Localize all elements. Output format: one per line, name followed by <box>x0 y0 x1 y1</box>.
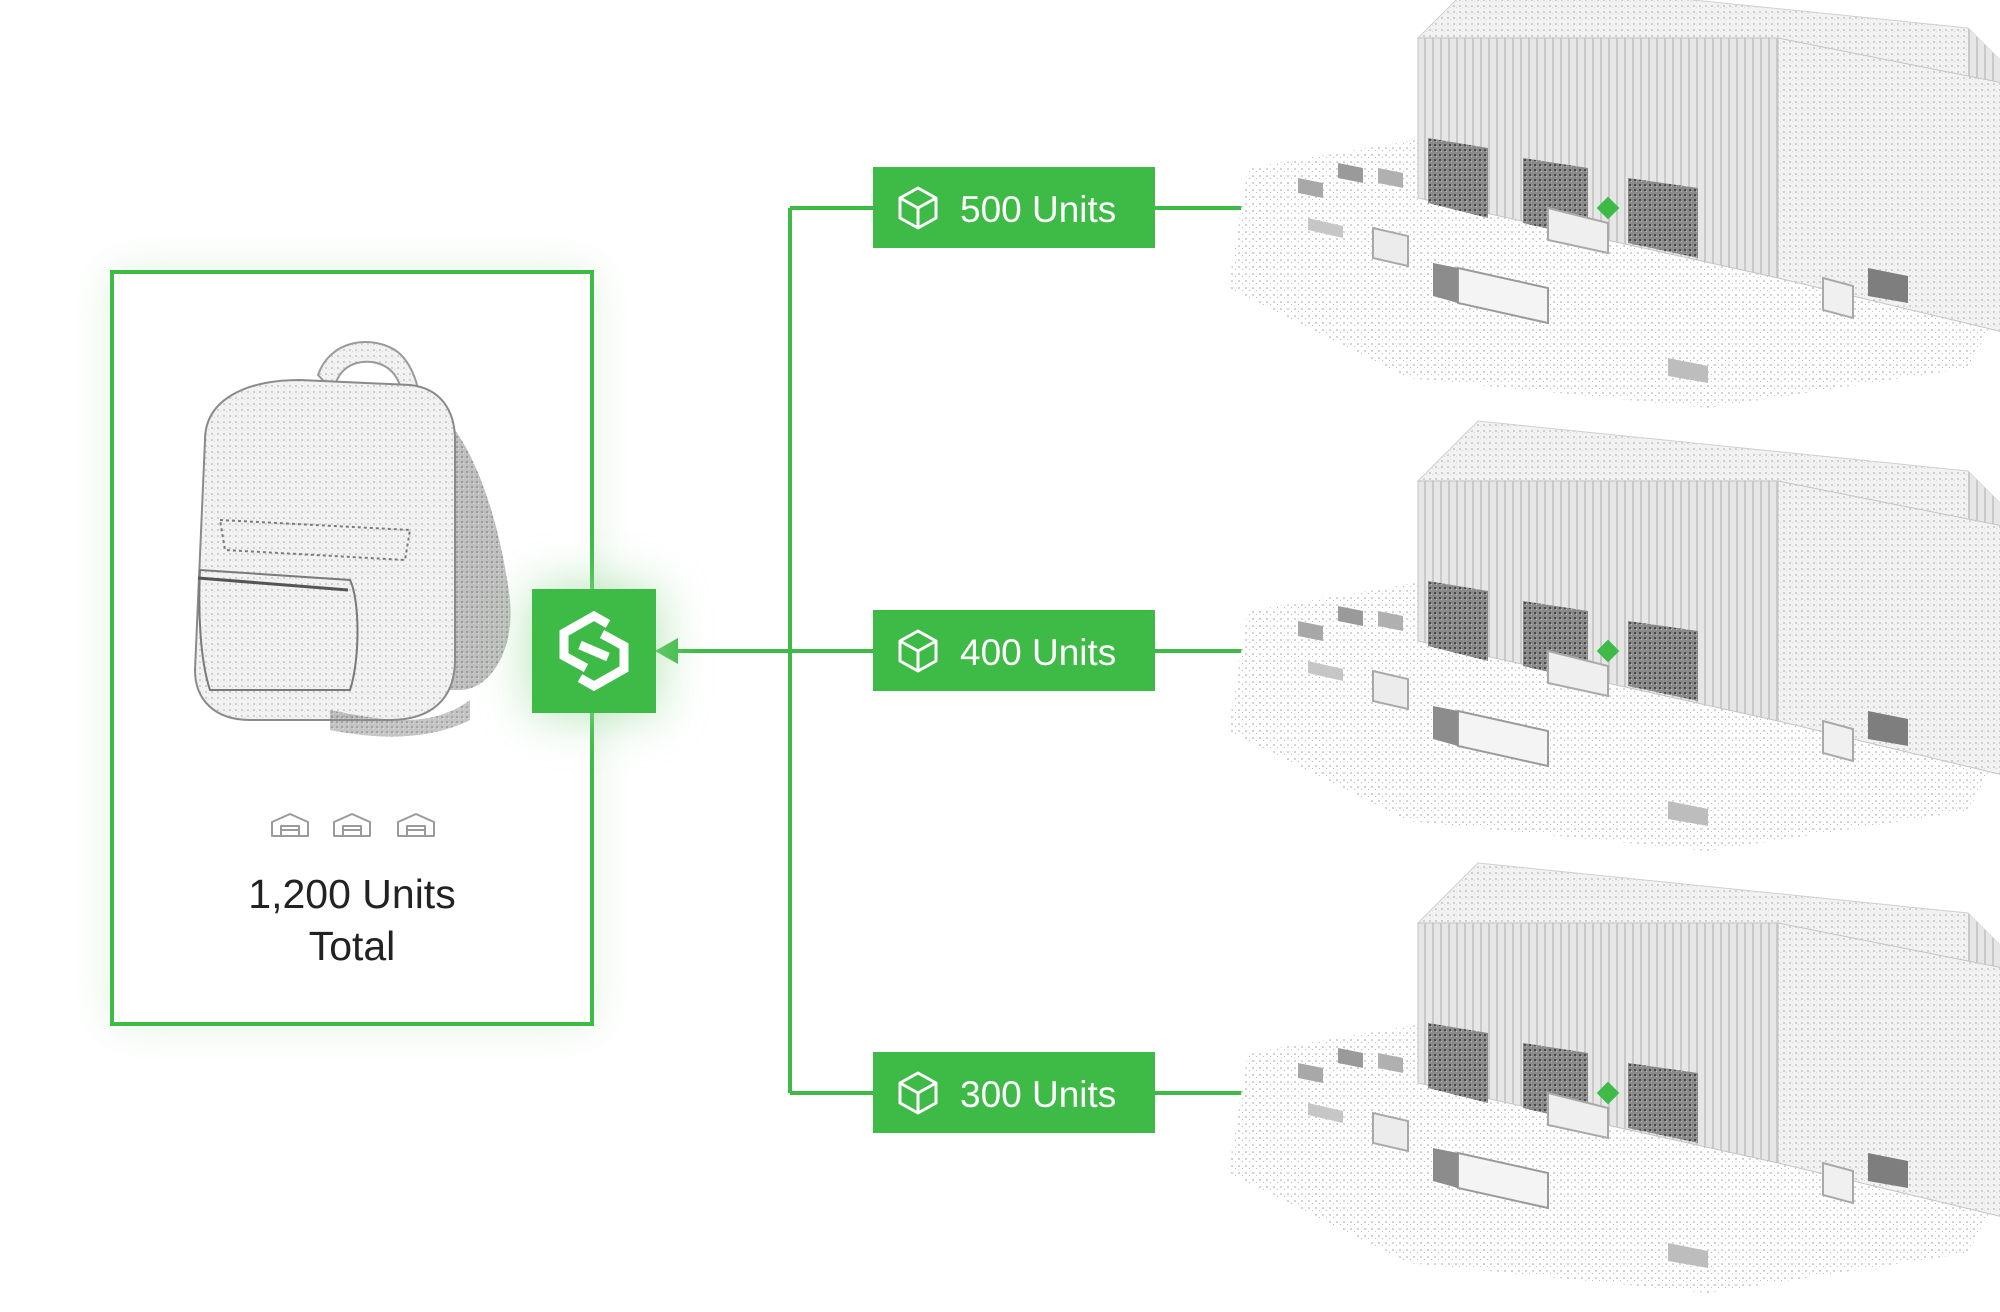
warehouse-illustration-3 <box>1227 862 2000 1294</box>
backpack-illustration <box>193 341 511 737</box>
allocation-units-3: 300 Units <box>960 1074 1116 1115</box>
total-units-line1: 1,200 Units <box>248 871 455 917</box>
allocation-label-2: 400 Units <box>873 610 1155 691</box>
allocation-units-2: 400 Units <box>960 632 1116 673</box>
hub-logo-icon <box>559 610 629 692</box>
endpoint-diamond-3 <box>1596 1081 1620 1105</box>
hub-node <box>532 589 656 713</box>
endpoint-diamond-2 <box>1596 639 1620 663</box>
warehouse-illustration-2 <box>1227 420 2000 852</box>
allocation-units-1: 500 Units <box>960 189 1116 230</box>
total-units-line2: Total <box>309 923 396 969</box>
arrow-head-icon <box>655 638 678 664</box>
allocation-label-3: 300 Units <box>873 1052 1155 1133</box>
allocation-label-1: 500 Units <box>873 167 1155 248</box>
